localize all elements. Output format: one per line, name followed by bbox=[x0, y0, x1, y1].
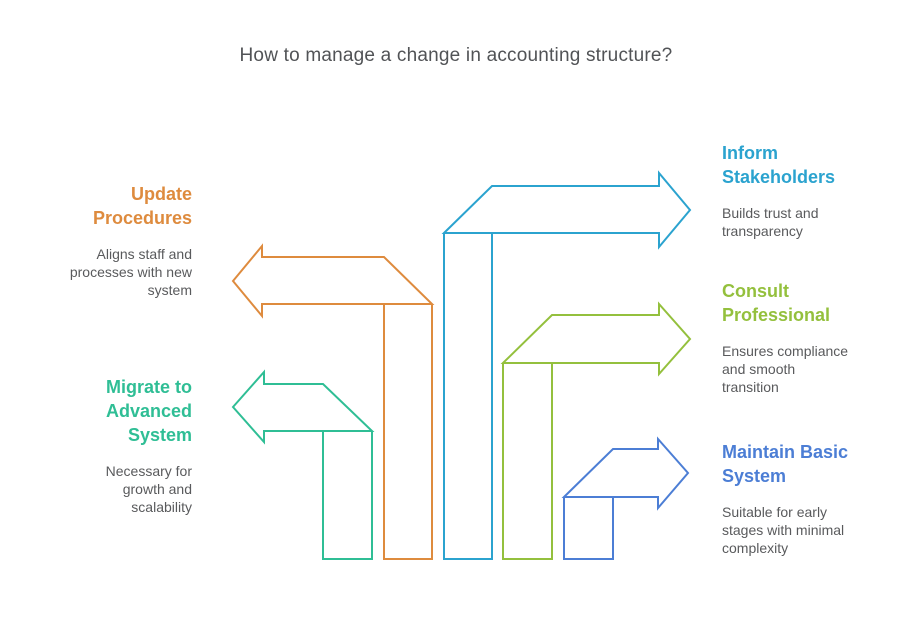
inform-stakeholders-arrow bbox=[441, 170, 692, 560]
consult-professional-description: Ensures compliance and smooth transition bbox=[722, 343, 849, 395]
label-consult-professional: Consult Professional Ensures compliance … bbox=[722, 279, 882, 396]
label-update-procedures: Update Procedures Aligns staff and proce… bbox=[32, 182, 192, 299]
inform-stakeholders-description: Builds trust and transparency bbox=[722, 205, 819, 239]
maintain-basic-system-arrow bbox=[561, 436, 690, 560]
label-migrate-advanced-system: Migrate to Advanced System Necessary for… bbox=[32, 375, 192, 516]
label-inform-stakeholders: Inform Stakeholders Builds trust and tra… bbox=[722, 141, 882, 240]
label-maintain-basic-system: Maintain Basic System Suitable for early… bbox=[722, 440, 882, 557]
migrate-advanced-system-heading: Migrate to Advanced System bbox=[105, 377, 192, 445]
maintain-basic-system-heading: Maintain Basic System bbox=[722, 442, 849, 486]
update-procedures-arrow bbox=[231, 243, 435, 560]
consult-professional-heading: Consult Professional bbox=[722, 281, 831, 325]
inform-stakeholders-heading: Inform Stakeholders bbox=[722, 143, 836, 187]
maintain-basic-system-description: Suitable for early stages with minimal c… bbox=[722, 504, 845, 556]
update-procedures-heading: Update Procedures bbox=[92, 184, 192, 228]
update-procedures-description: Aligns staff and processes with new syst… bbox=[69, 246, 192, 298]
consult-professional-arrow bbox=[500, 301, 692, 560]
migrate-advanced-system-description: Necessary for growth and scalability bbox=[105, 463, 192, 515]
migrate-advanced-system-arrow bbox=[231, 369, 375, 560]
page-title: How to manage a change in accounting str… bbox=[239, 45, 673, 66]
